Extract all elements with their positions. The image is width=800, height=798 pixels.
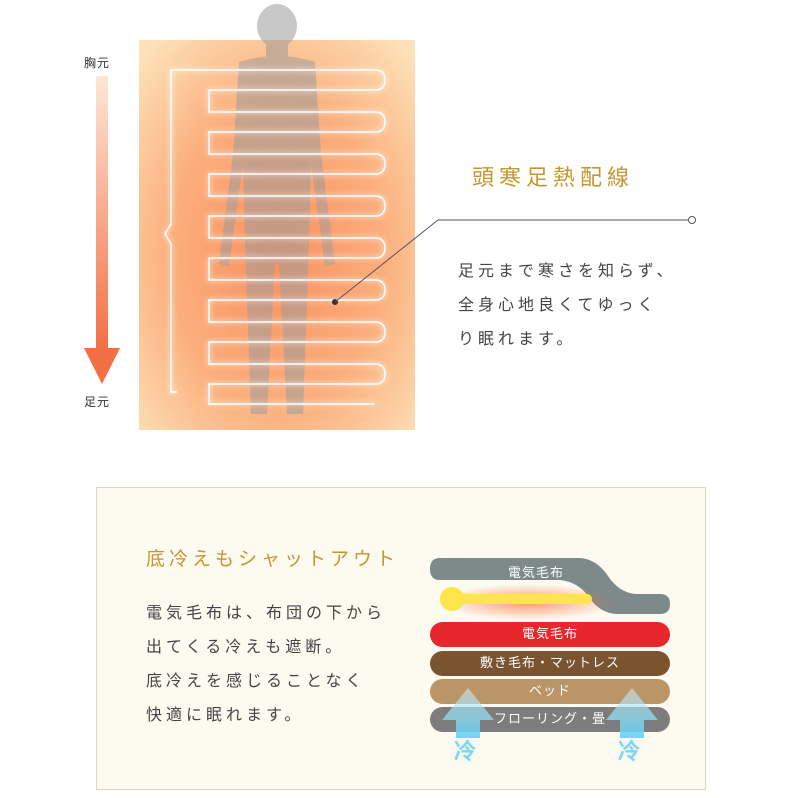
insulation-heading: 底冷えもシャットアウト bbox=[146, 548, 400, 570]
cold-label-left: 冷 bbox=[454, 740, 477, 765]
insulation-description: 電気毛布は、布団の下から 出てくる冷えも遮断。 底冷えを感じることなく 快適に眠… bbox=[146, 596, 436, 732]
human-silhouette bbox=[219, 4, 335, 414]
insulation-desc-line: 快適に眠れます。 bbox=[146, 705, 305, 724]
feet-label: 足元 bbox=[84, 395, 111, 409]
insulation-desc-line: 電気毛布は、布団の下から bbox=[146, 603, 387, 622]
layer-electric-blanket: 電気毛布 bbox=[430, 622, 670, 647]
top-blanket-label: 電気毛布 bbox=[508, 566, 565, 581]
insulation-desc-line: 出てくる冷えも遮断。 bbox=[146, 637, 346, 656]
heated-blanket-illustration bbox=[139, 4, 415, 430]
top-blanket-shape bbox=[430, 558, 670, 620]
wiring-desc-line: 足元まで寒さを知らず、 bbox=[458, 261, 677, 280]
wiring-desc-line: り眠れます。 bbox=[458, 329, 577, 348]
layer-diagram: 電気毛布 電気毛布 敷き毛布・マットレス ベッド フローリング・畳 冷 冷 bbox=[428, 554, 672, 774]
layer-mattress: 敷き毛布・マットレス bbox=[430, 651, 670, 676]
heat-gradient-arrow bbox=[84, 76, 120, 384]
wiring-description: 足元まで寒さを知らず、 全身心地良くてゆっく り眠れます。 bbox=[458, 254, 718, 356]
cold-label-right: 冷 bbox=[618, 740, 641, 765]
callout-line bbox=[332, 216, 696, 305]
chest-label: 胸元 bbox=[84, 56, 111, 70]
wiring-heading: 頭寒足熱配線 bbox=[472, 166, 635, 191]
cold-arrow-right bbox=[606, 688, 658, 738]
insulation-desc-line: 底冷えを感じることなく bbox=[146, 671, 366, 690]
wiring-desc-line: 全身心地良くてゆっく bbox=[458, 295, 658, 314]
cold-arrow-left bbox=[442, 688, 494, 738]
